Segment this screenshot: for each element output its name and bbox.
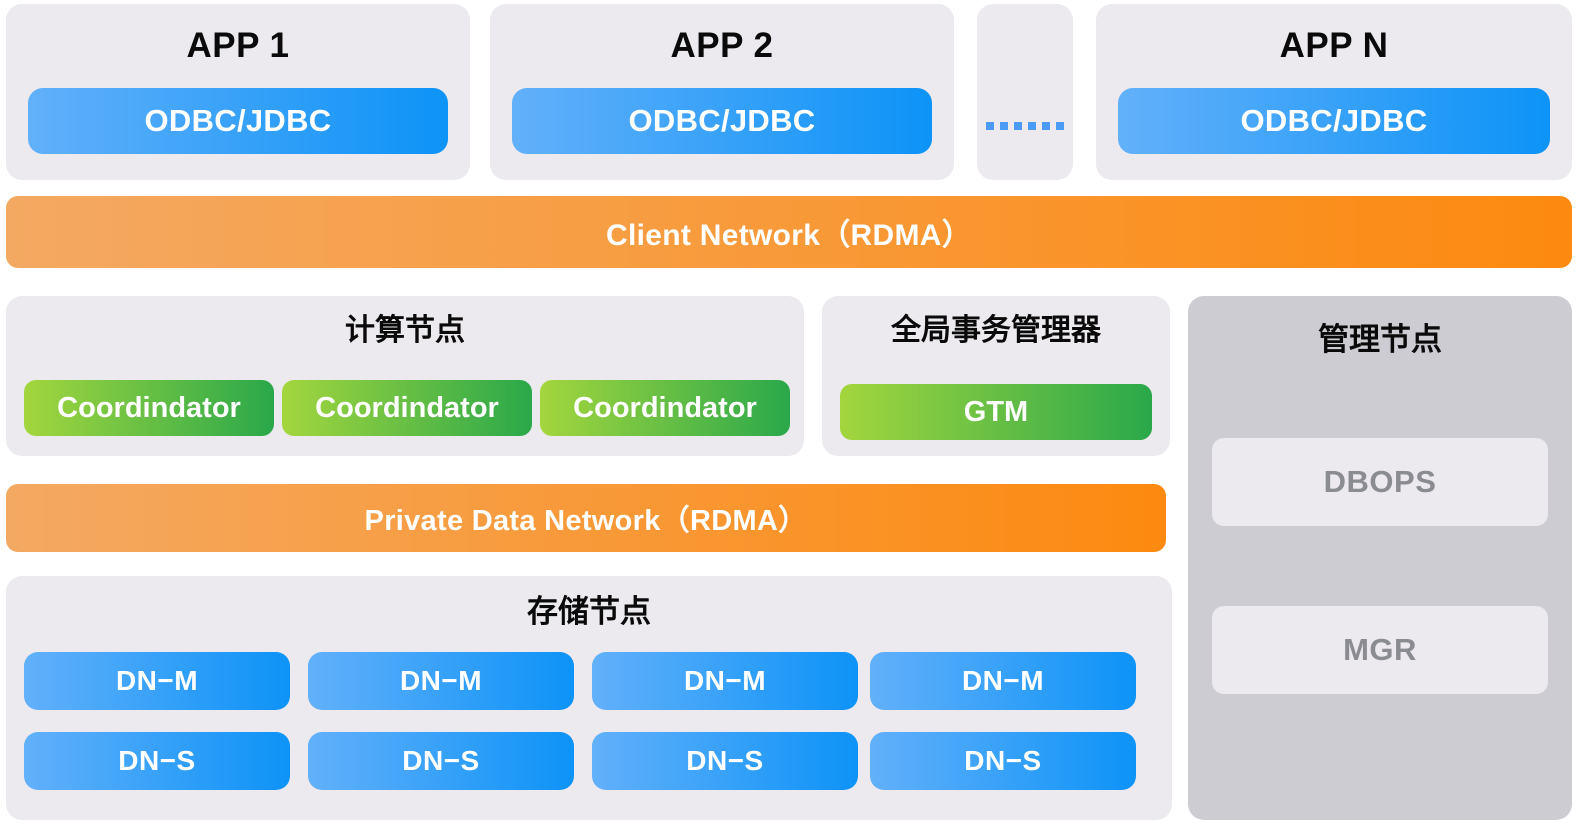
compute-node-panel: 计算节点 Coordindator Coordindator Coordinda… bbox=[6, 296, 804, 456]
dn-master-box: DN−M bbox=[870, 652, 1136, 710]
app-panel-2: APP 2 ODBC/JDBC bbox=[490, 4, 954, 180]
app-title: APP 1 bbox=[186, 26, 290, 65]
dn-master-box: DN−M bbox=[24, 652, 290, 710]
app-title: APP N bbox=[1279, 26, 1389, 65]
coordinator-box: Coordindator bbox=[540, 380, 790, 436]
management-node-panel: 管理节点 DBOPS MGR bbox=[1188, 296, 1572, 820]
dn-slave-box: DN−S bbox=[592, 732, 858, 790]
private-data-network-bar: Private Data Network（RDMA） bbox=[6, 484, 1166, 552]
gtm-node-panel: 全局事务管理器 GTM bbox=[822, 296, 1170, 456]
ellipsis-dots-icon bbox=[977, 122, 1073, 130]
app-panel-1: APP 1 ODBC/JDBC bbox=[6, 4, 470, 180]
odbc-jdbc-pill: ODBC/JDBC bbox=[28, 88, 448, 154]
gtm-box: GTM bbox=[840, 384, 1152, 440]
dn-master-box: DN−M bbox=[592, 652, 858, 710]
app-title: APP 2 bbox=[670, 26, 774, 65]
coordinator-box: Coordindator bbox=[282, 380, 532, 436]
gtm-node-title: 全局事务管理器 bbox=[891, 314, 1101, 347]
dbops-box: DBOPS bbox=[1212, 438, 1548, 526]
dn-slave-box: DN−S bbox=[24, 732, 290, 790]
coordinator-box: Coordindator bbox=[24, 380, 274, 436]
dn-slave-box: DN−S bbox=[870, 732, 1136, 790]
storage-node-panel: 存储节点 DN−M DN−S DN−M DN−S DN−M DN−S DN−M … bbox=[6, 576, 1172, 820]
odbc-jdbc-pill: ODBC/JDBC bbox=[1118, 88, 1550, 154]
management-node-title: 管理节点 bbox=[1318, 322, 1442, 357]
mgr-box: MGR bbox=[1212, 606, 1548, 694]
storage-node-title: 存储节点 bbox=[527, 594, 651, 629]
client-network-bar: Client Network（RDMA） bbox=[6, 196, 1572, 268]
odbc-jdbc-pill: ODBC/JDBC bbox=[512, 88, 932, 154]
dn-slave-box: DN−S bbox=[308, 732, 574, 790]
app-panel-n: APP N ODBC/JDBC bbox=[1096, 4, 1572, 180]
app-ellipsis-panel bbox=[977, 4, 1073, 180]
dn-master-box: DN−M bbox=[308, 652, 574, 710]
compute-node-title: 计算节点 bbox=[345, 314, 465, 347]
